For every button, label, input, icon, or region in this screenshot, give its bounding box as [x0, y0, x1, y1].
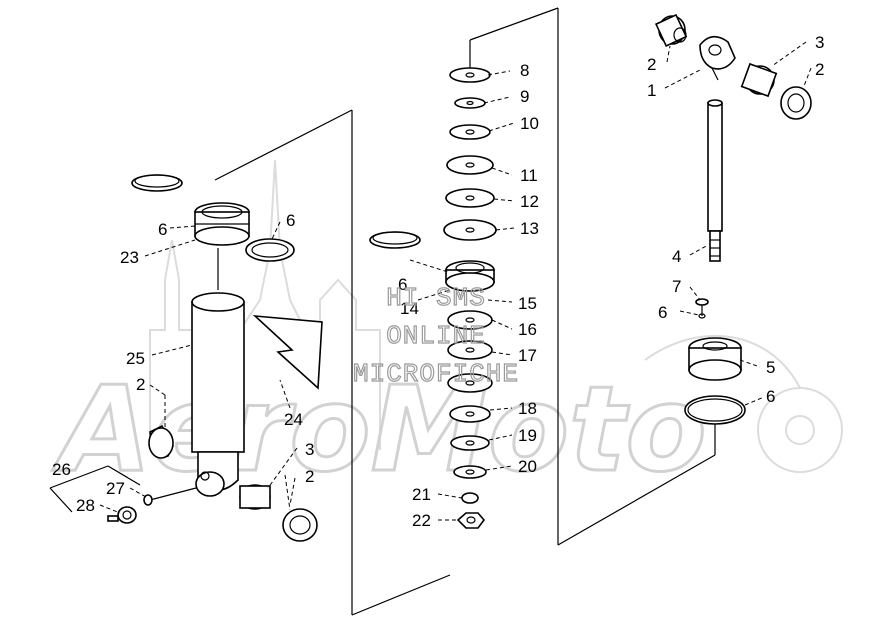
callout-26: 26 [52, 460, 71, 479]
callout-11: 11 [520, 166, 538, 185]
callout-9: 9 [520, 87, 529, 106]
callouts: 8 9 10 11 12 13 14 15 16 17 18 19 20 21 … [52, 33, 824, 530]
callout-17: 17 [518, 346, 537, 365]
callout-6-left: 6 [158, 220, 167, 239]
callout-6-ring: 6 [766, 387, 775, 406]
eye-1 [699, 35, 736, 70]
callout-14: 14 [400, 299, 419, 318]
o-ring-6 [684, 395, 746, 425]
callout-19: 19 [518, 426, 537, 445]
callout-2-right: 2 [815, 60, 824, 79]
callout-25: 25 [126, 349, 145, 368]
shaft-group [654, 13, 812, 425]
leader-lines [99, 41, 812, 521]
callout-22: 22 [412, 511, 431, 530]
callout-1: 1 [647, 81, 656, 100]
callout-3-right: 3 [815, 33, 824, 52]
callout-12: 12 [520, 192, 539, 211]
callout-28: 28 [76, 496, 95, 515]
callout-24: 24 [284, 410, 303, 429]
watermark-line-2: ONLINE [386, 321, 486, 351]
callout-10: 10 [520, 114, 539, 133]
shock-body-group [49, 174, 323, 542]
washer-8 [449, 67, 491, 83]
callout-7: 7 [672, 277, 681, 296]
callout-15: 15 [518, 294, 537, 313]
callout-13: 13 [520, 219, 539, 238]
callout-27: 27 [106, 479, 125, 498]
callout-8: 8 [520, 61, 529, 80]
callout-3-left: 3 [305, 440, 314, 459]
callout-5: 5 [766, 358, 775, 377]
nut-22 [456, 512, 486, 529]
callout-2-left: 2 [136, 375, 145, 394]
callout-6-band: 6 [286, 211, 295, 230]
watermark-line-3: MICROFICHE [353, 359, 519, 389]
callout-6-middle: 6 [398, 275, 407, 294]
washer-stack-group [369, 40, 497, 529]
callout-23: 23 [120, 248, 139, 267]
callout-18: 18 [518, 399, 537, 418]
shaft-4 [707, 102, 723, 232]
callout-6-screw: 6 [658, 303, 667, 322]
callout-21: 21 [412, 485, 431, 504]
callout-2-top: 2 [647, 55, 656, 74]
callout-16: 16 [518, 320, 537, 339]
callout-4: 4 [672, 247, 681, 266]
part-cover [252, 314, 323, 390]
callout-2-lower: 2 [305, 467, 314, 486]
watermark-text: HI SMS ONLINE MICROFICHE [352, 282, 519, 389]
callout-20: 20 [518, 457, 537, 476]
watermark-line-1: HI SMS [386, 283, 486, 313]
